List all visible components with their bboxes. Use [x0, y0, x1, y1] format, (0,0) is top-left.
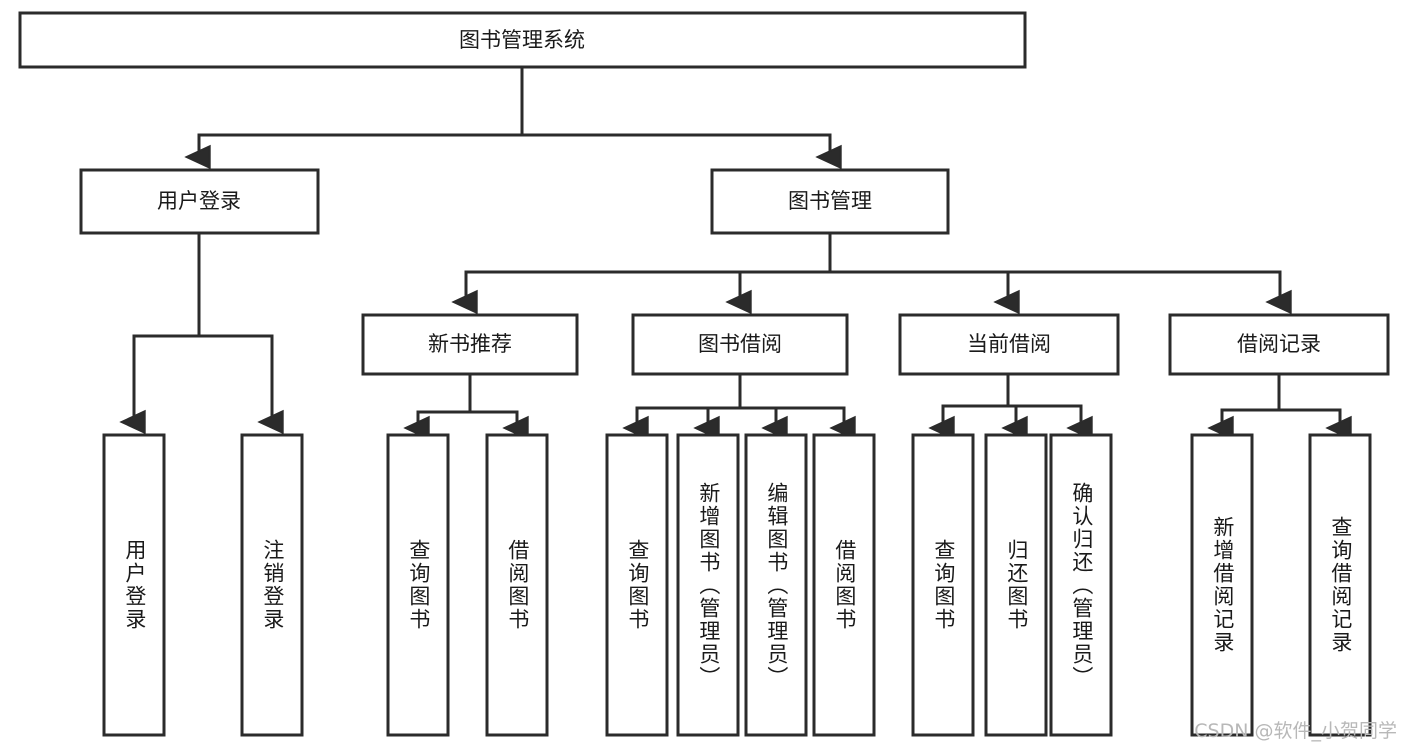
leaf-box-edit-book-admin[interactable]: [744, 433, 808, 737]
leaf-box-query-book-recommend[interactable]: [386, 433, 450, 737]
leaf-box-query-book-current[interactable]: [911, 433, 975, 737]
leaf-box-user-login[interactable]: [102, 433, 166, 737]
leaf-box-query-borrow-record[interactable]: [1308, 433, 1372, 737]
node-book-borrow-box: [631, 313, 849, 376]
leaf-box-return-book[interactable]: [984, 433, 1048, 737]
leaf-box-query-book-borrow[interactable]: [605, 433, 669, 737]
leaf-box-add-book-admin[interactable]: [676, 433, 740, 737]
watermark-text: CSDN @软件_小贺同学: [1194, 720, 1397, 742]
node-root-system-label: 图书管理系统: [459, 28, 585, 52]
node-root-system[interactable]: 图书管理系统: [18, 11, 1027, 69]
node-book-borrow[interactable]: 图书借阅: [631, 313, 849, 376]
node-current-borrow-label: 当前借阅: [967, 332, 1051, 356]
node-user-login[interactable]: 用户登录: [79, 168, 320, 235]
node-borrow-records[interactable]: 借阅记录: [1168, 313, 1390, 376]
node-new-book-recommend-box: [361, 313, 579, 376]
node-current-borrow-box: [898, 313, 1120, 376]
node-book-management-box: [710, 168, 950, 235]
node-borrow-records-label: 借阅记录: [1237, 332, 1321, 356]
node-new-book-recommend-label: 新书推荐: [428, 332, 512, 356]
leaf-box-confirm-return-admin[interactable]: [1049, 433, 1113, 737]
leaf-box-logout[interactable]: [240, 433, 304, 737]
node-root-system-box: [18, 11, 1027, 69]
leaf-box-add-borrow-record[interactable]: [1190, 433, 1254, 737]
node-new-book-recommend[interactable]: 新书推荐: [361, 313, 579, 376]
leaf-box-borrow-book[interactable]: [812, 433, 876, 737]
node-borrow-records-box: [1168, 313, 1390, 376]
leaf-box-borrow-book-recommend[interactable]: [485, 433, 549, 737]
node-book-borrow-label: 图书借阅: [698, 332, 782, 356]
node-user-login-label: 用户登录: [157, 189, 241, 213]
node-book-management-label: 图书管理: [788, 189, 872, 213]
node-book-management[interactable]: 图书管理: [710, 168, 950, 235]
node-user-login-box: [79, 168, 320, 235]
node-current-borrow[interactable]: 当前借阅: [898, 313, 1120, 376]
